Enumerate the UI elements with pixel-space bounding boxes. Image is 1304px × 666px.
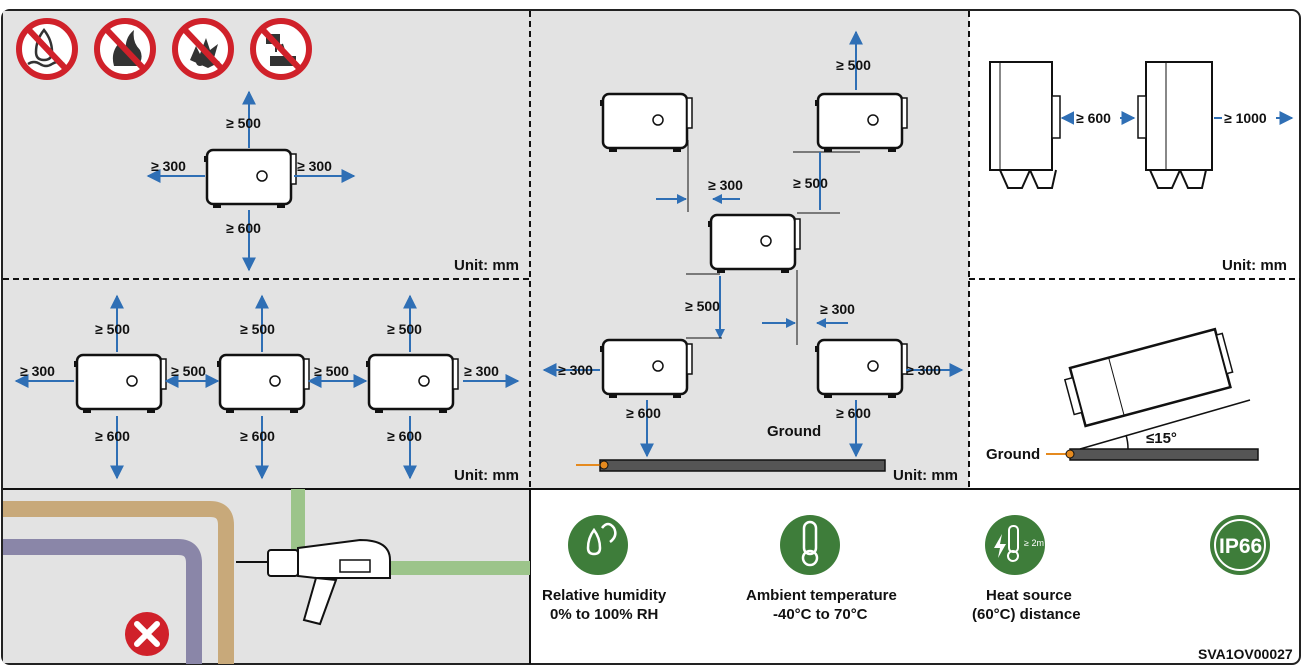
inverter-row-1 — [72, 353, 168, 415]
heat-label: Heat source — [986, 587, 1072, 604]
label-row3-top: ≥ 500 — [387, 321, 422, 337]
thermometer-icon — [780, 515, 840, 575]
label-left-clearance: ≥ 300 — [151, 158, 186, 174]
unit-label-d: Unit: mm — [1222, 257, 1287, 274]
humidity-label: Relative humidity — [542, 587, 667, 604]
inverter-stag-bottom-right — [813, 338, 909, 400]
inverter-stag-middle — [706, 213, 802, 275]
label-row3-bottom: ≥ 600 — [387, 428, 422, 444]
humidity-icon — [568, 515, 628, 575]
label-stag-right: ≥ 300 — [906, 362, 941, 378]
label-stag-gap-v1: ≥ 500 — [793, 175, 828, 191]
inverter-row-2 — [215, 353, 311, 415]
environment-conditions: Relative humidity 0% to 100% RH Ambient … — [542, 515, 1293, 662]
label-top-clearance: ≥ 500 — [226, 115, 261, 131]
label-stag-bottom-left: ≥ 600 — [626, 405, 661, 421]
inverter-stag-top-left — [598, 92, 694, 154]
humidity-value: 0% to 100% RH — [550, 606, 658, 623]
label-stag-top: ≥ 500 — [836, 57, 871, 73]
inverter-single — [202, 148, 298, 210]
panel-pipes — [3, 489, 530, 663]
ground-bar-e — [1069, 448, 1259, 461]
unit-label-b: Unit: mm — [454, 467, 519, 484]
label-row2-top: ≥ 500 — [240, 321, 275, 337]
label-row2-bottom: ≥ 600 — [240, 428, 275, 444]
label-side-rear: ≥ 1000 — [1224, 110, 1267, 126]
temperature-value: -40°C to 70°C — [773, 606, 868, 623]
label-row1-bottom: ≥ 600 — [95, 428, 130, 444]
inverter-stag-bottom-left — [598, 338, 694, 400]
panel-clearance-left — [3, 11, 530, 489]
inverter-row-3 — [364, 353, 460, 415]
no-fire-icon — [94, 18, 156, 80]
heat-value: (60°C) distance — [972, 606, 1081, 623]
label-row-gap1: ≥ 500 — [171, 363, 206, 379]
ground-bar-c — [599, 459, 886, 472]
label-bottom-clearance: ≥ 600 — [226, 220, 261, 236]
label-row1-top: ≥ 500 — [95, 321, 130, 337]
prohibited-cross-icon — [125, 612, 169, 656]
label-stag-gap-h1: ≥ 300 — [708, 177, 743, 193]
ip66-text: IP66 — [1219, 535, 1262, 558]
temperature-label: Ambient temperature — [746, 587, 897, 604]
unit-label-c: Unit: mm — [893, 467, 958, 484]
ip66-icon: IP66 — [1210, 515, 1270, 575]
tilt-limit: ≤15° Ground — [986, 327, 1259, 463]
label-stag-gap-v2: ≥ 500 — [685, 298, 720, 314]
inverter-stag-top-right — [813, 92, 909, 154]
label-stag-bottom-right: ≥ 600 — [836, 405, 871, 421]
side-view-inverter-right — [1145, 61, 1213, 171]
side-view-clearance: ≥ 600 ≥ 1000 Unit: mm — [989, 61, 1294, 274]
label-ground-e: Ground — [986, 446, 1040, 463]
label-row-left: ≥ 300 — [20, 363, 55, 379]
no-explosive-icon — [172, 18, 234, 80]
heat-source-icon: ≥ 2m — [985, 515, 1045, 575]
label-stag-left: ≥ 300 — [558, 362, 593, 378]
label-row-right: ≥ 300 — [464, 363, 499, 379]
figure-code: SVA1OV00027 — [1198, 646, 1293, 662]
heat-source-distance-text: ≥ 2m — [1024, 538, 1044, 548]
unit-label-a: Unit: mm — [454, 257, 519, 274]
label-tilt-angle: ≤15° — [1146, 430, 1177, 447]
drill-icon — [236, 538, 391, 626]
single-inverter-clearance: ≥ 500 ≥ 300 ≥ 300 ≥ 600 Unit: mm — [146, 90, 519, 274]
row-inverter-clearance: ≥ 500 ≥ 500 ≥ 500 ≥ 300 ≥ 500 ≥ 500 ≥ 30… — [14, 294, 520, 484]
label-ground-c: Ground — [767, 423, 821, 440]
no-drilling-pipes — [3, 489, 530, 664]
staggered-inverter-clearance: ≥ 500 ≥ 300 ≥ 500 ≥ 500 ≥ 300 ≥ 300 ≥ 30… — [542, 30, 964, 484]
no-water-icon — [16, 18, 78, 80]
label-side-gap: ≥ 600 — [1076, 110, 1111, 126]
side-view-inverter-left — [989, 61, 1053, 171]
label-right-clearance: ≥ 300 — [297, 158, 332, 174]
no-corrosive-icon — [250, 18, 312, 80]
label-stag-gap-h2: ≥ 300 — [820, 301, 855, 317]
label-row-gap2: ≥ 500 — [314, 363, 349, 379]
